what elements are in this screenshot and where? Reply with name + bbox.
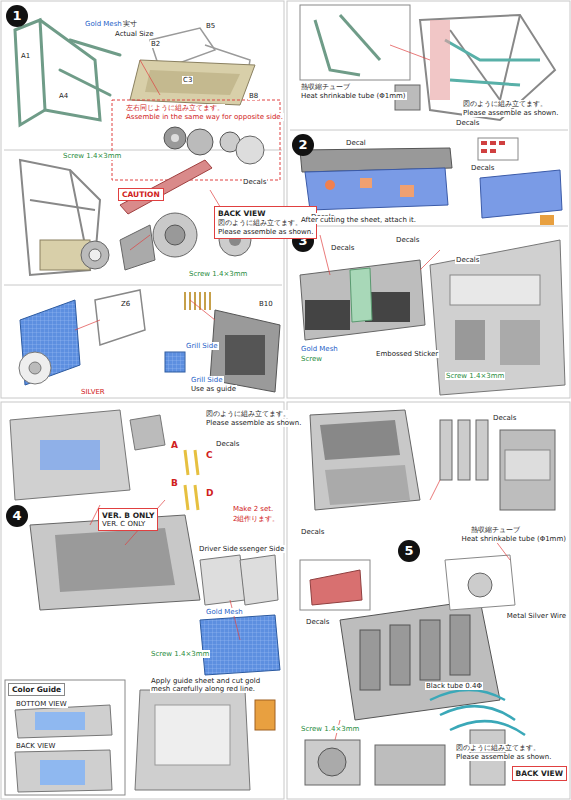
part-label: Gold Mesh <box>205 608 244 616</box>
part-label: Use as guide <box>190 385 237 393</box>
part-label: After cutting the sheet, attach it. <box>300 216 417 224</box>
part-label: BACK VIEW <box>15 742 56 750</box>
part-label: Screw <box>300 355 323 363</box>
part-label: A4 <box>58 92 69 100</box>
view-box: BACK VIEW <box>512 766 567 781</box>
part-label: 図のように組み立てます。 <box>455 744 541 752</box>
part-label: Heat shrinkable tube (Φ1mm) <box>300 92 407 100</box>
part-label: Decals <box>395 236 420 244</box>
part-label: Screw 1.4×3mm <box>445 372 505 380</box>
step-number: 4 <box>6 505 28 527</box>
part-label: SILVER <box>80 388 106 396</box>
box-text: 2 <box>292 134 314 156</box>
part-label: Screw 1.4×3mm <box>150 650 210 658</box>
part-label: BOTTOM VIEW <box>15 700 68 708</box>
part-label: Decals <box>215 440 240 448</box>
box-text: 1 <box>6 5 28 27</box>
part-label: Embossed Sticker <box>375 350 439 358</box>
part-label: Please assemble as shown. <box>205 419 302 427</box>
part-label: Decals <box>305 618 330 626</box>
part-label: Screw 1.4×3mm <box>62 152 122 160</box>
callout-letter: D <box>205 488 214 498</box>
box-text: 5 <box>398 540 420 562</box>
part-label: Metal Silver Wire <box>506 612 567 620</box>
box-text: VER. C ONLY <box>102 520 154 528</box>
part-label: Heat shrinkable tube (Φ1mm) <box>460 535 567 543</box>
part-label: Apply guide sheet and cut gold mesh care… <box>150 677 282 693</box>
step-number: 5 <box>398 540 420 562</box>
part-label: 図のように組み立てます。 <box>462 100 548 108</box>
part-label: B2 <box>150 40 161 48</box>
part-label: Decals <box>330 244 355 252</box>
step-number: 2 <box>292 134 314 156</box>
version-box: VER. B ONLYVER. C ONLY <box>98 508 158 531</box>
part-label: A1 <box>20 52 31 60</box>
box-text: BACK VIEW <box>516 769 563 778</box>
part-label: 熱収縮チューブ <box>300 83 351 91</box>
part-label: Decals <box>492 414 517 422</box>
part-label: Please assemble as shown. <box>462 109 559 117</box>
callout-letter: A <box>170 440 179 450</box>
part-label: Make 2 set. <box>232 505 274 513</box>
step-number: 1 <box>6 5 28 27</box>
box-text: Please assemble as shown. <box>218 228 313 236</box>
part-label: Z6 <box>120 300 131 308</box>
part-label: 左右同じように組み立てます。 <box>125 104 225 112</box>
part-label: Grill Side <box>190 376 224 384</box>
box-text: CAUTION <box>122 190 160 199</box>
part-label: Decals <box>470 164 495 172</box>
part-label: Screw 1.4×3mm <box>300 725 360 733</box>
caution-box: CAUTION <box>118 188 164 201</box>
part-label: 実寸 <box>122 20 138 28</box>
callout-letter: C <box>205 450 214 460</box>
part-label: Decals <box>455 256 480 264</box>
color-guide-box: Color Guide <box>8 683 65 696</box>
part-label: C3 <box>182 76 193 84</box>
part-label: Gold Mesh <box>300 345 339 353</box>
part-label: Please assemble as shown. <box>455 753 552 761</box>
part-label: 熱収縮チューブ <box>470 526 521 534</box>
part-label: 図のように組み立てます。 <box>205 410 291 418</box>
part-label: Screw 1.4×3mm <box>188 270 248 278</box>
part-label: Grill Side <box>185 342 219 350</box>
callout-letter: B <box>170 478 179 488</box>
part-label: Decals <box>455 119 480 127</box>
part-label: 2組作ります。 <box>232 515 280 523</box>
part-label: Decals <box>242 178 267 186</box>
part-label: Decals <box>300 528 325 536</box>
part-label: Actual Size <box>114 30 155 38</box>
part-label: Black tube 0.4Φ <box>425 682 483 690</box>
part-label: B5 <box>205 22 216 30</box>
part-label: Driver Side <box>198 545 239 553</box>
box-text: VER. B ONLY <box>102 511 154 520</box>
part-label: Assemble in the same way for opposite si… <box>125 113 284 121</box>
part-label: B8 <box>248 92 259 100</box>
part-label: B10 <box>258 300 274 308</box>
part-label: Decal <box>345 139 367 147</box>
box-text: 4 <box>6 505 28 527</box>
part-label: Gold Mesh <box>84 20 123 28</box>
box-text: Color Guide <box>12 685 61 694</box>
